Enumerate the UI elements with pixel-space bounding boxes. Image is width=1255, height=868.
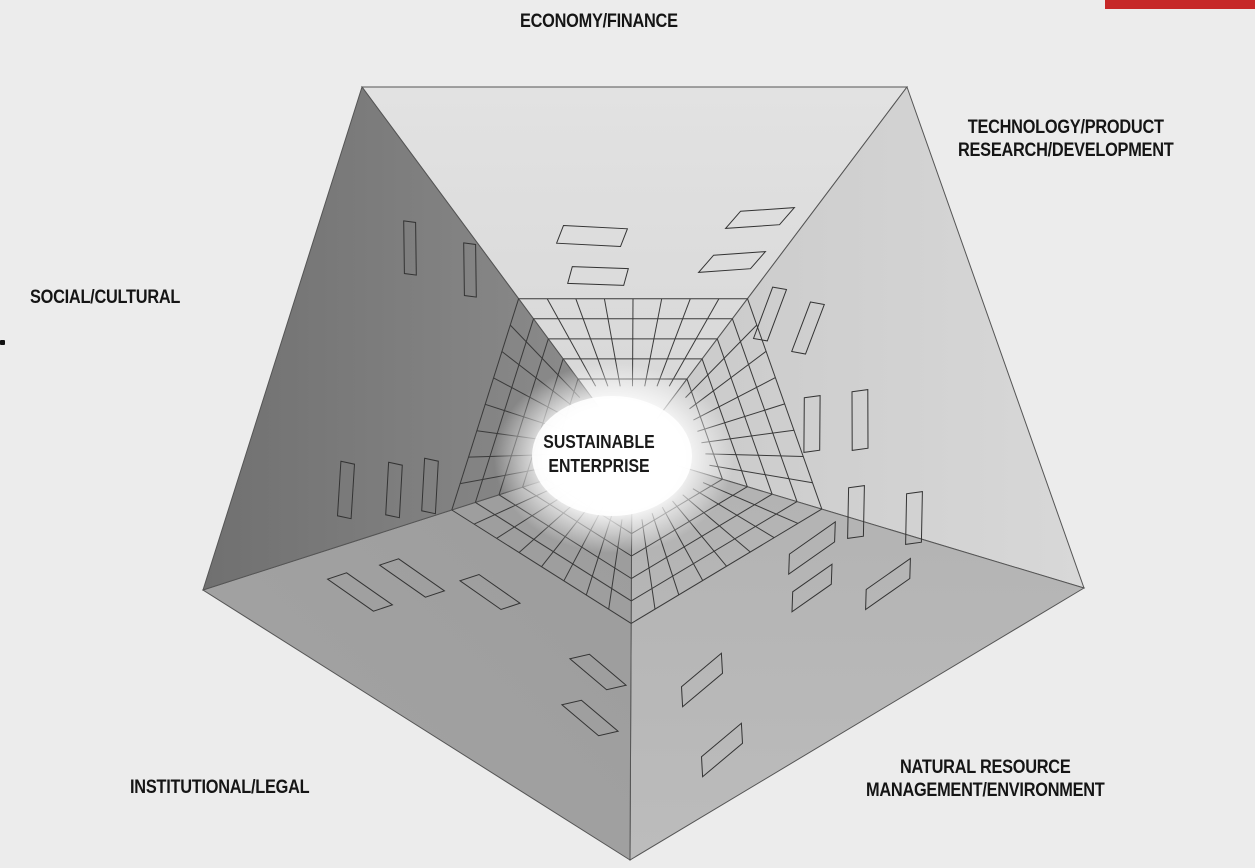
window-shape	[555, 224, 629, 248]
window-shape	[378, 558, 446, 598]
corner-accent-tab	[1105, 0, 1255, 9]
window-shape	[336, 460, 356, 520]
window-shape	[847, 485, 865, 539]
label-institutional-legal: INSTITUTIONAL/LEGAL	[130, 776, 310, 799]
window-shape	[697, 251, 767, 273]
label-natural-line1: NATURAL RESOURCE	[900, 757, 1071, 778]
grid-ray	[668, 298, 720, 387]
grid-ring	[631, 501, 798, 602]
grid-ring	[716, 338, 773, 495]
window-shape	[403, 220, 417, 276]
window-shape	[560, 699, 620, 737]
center-label-line2: ENTERPRISE	[548, 456, 650, 476]
grid-ring	[631, 493, 773, 579]
window-shape	[865, 557, 911, 611]
window-shape	[463, 242, 477, 298]
window-shape	[752, 286, 788, 342]
window-shape	[724, 207, 796, 229]
window-shape	[905, 491, 923, 545]
grid-ring	[747, 298, 823, 510]
window-shape	[385, 461, 403, 519]
label-technology-line2: RESEARCH/DEVELOPMENT	[958, 140, 1174, 161]
grid-ring	[630, 508, 823, 624]
window-shape	[680, 652, 724, 708]
window-shape	[568, 653, 628, 691]
grid-ring	[474, 318, 534, 503]
window-shape	[326, 572, 394, 612]
window-shape	[803, 395, 821, 453]
label-economy-finance: ECONOMY/FINANCE	[520, 10, 678, 33]
label-natural-line2: MANAGEMENT/ENVIRONMENT	[866, 780, 1105, 801]
window-shape	[851, 389, 869, 451]
center-core	[532, 396, 692, 516]
grid-ring	[451, 298, 520, 511]
label-institutional-line1: INSTITUTIONAL/LEGAL	[130, 777, 310, 798]
window-shape	[421, 457, 439, 515]
label-social-line1: SOCIAL/CULTURAL	[30, 287, 181, 308]
label-social-cultural: SOCIAL/CULTURAL	[30, 286, 180, 309]
window-shape	[788, 520, 836, 576]
label-technology-research: TECHNOLOGY/PRODUCT RESEARCH/DEVELOPMENT	[958, 116, 1174, 162]
window-shape	[458, 573, 522, 611]
grid-ring	[475, 501, 632, 602]
grid-ray	[685, 324, 758, 398]
window-shape	[791, 563, 833, 613]
grid-ring	[451, 509, 632, 624]
label-technology-line1: TECHNOLOGY/PRODUCT	[967, 117, 1164, 138]
grid-ring	[731, 318, 798, 502]
window-shape	[700, 722, 744, 778]
label-economy-line1: ECONOMY/FINANCE	[520, 11, 678, 32]
tunnel-windows	[326, 207, 923, 778]
center-label-sustainable-enterprise: SUSTAINABLE ENTERPRISE	[533, 430, 665, 478]
center-label-line1: SUSTAINABLE	[543, 432, 655, 452]
label-natural-resource: NATURAL RESOURCE MANAGEMENT/ENVIRONMENT	[866, 756, 1105, 802]
window-shape	[567, 266, 629, 286]
window-shape	[791, 301, 825, 355]
edge-marker	[0, 340, 5, 345]
